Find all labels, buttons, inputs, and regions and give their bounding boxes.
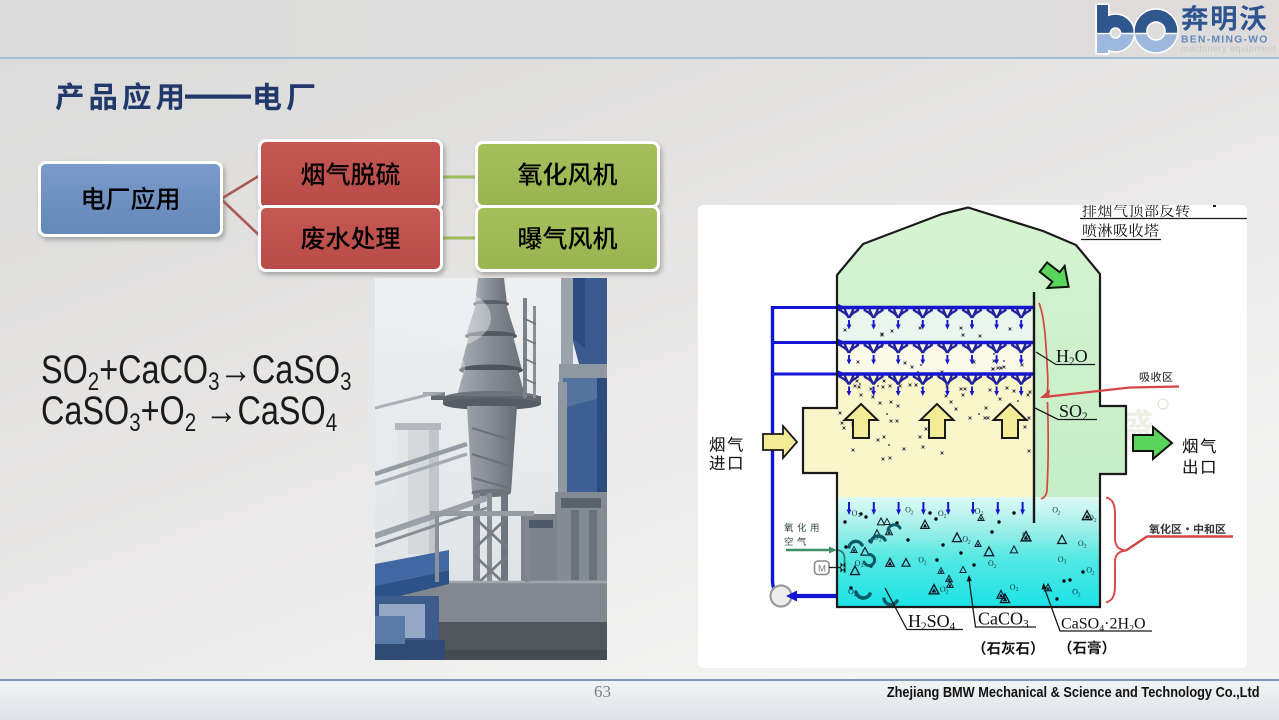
svg-text:O2: O2 <box>905 505 915 516</box>
svg-text:O2: O2 <box>851 508 861 520</box>
svg-text:O2: O2 <box>1072 587 1082 598</box>
svg-text:M: M <box>818 564 826 575</box>
svg-text:O2: O2 <box>1088 513 1097 524</box>
svg-text:CaCO3​: CaCO3​ <box>978 609 1029 631</box>
svg-text:O2: O2 <box>974 506 984 518</box>
svg-text:O2: O2 <box>1078 539 1087 550</box>
svg-text:O2: O2 <box>1057 554 1067 566</box>
svg-text:O2: O2 <box>1086 565 1096 577</box>
svg-text:O2: O2 <box>961 534 971 546</box>
svg-text:BEN-MING-WO: BEN-MING-WO <box>1181 35 1269 46</box>
svg-text:O2: O2 <box>938 509 947 520</box>
svg-text:O2: O2 <box>940 585 949 596</box>
svg-text:O2: O2 <box>918 555 928 567</box>
svg-text:H2​SO4​: H2​SO4​ <box>908 611 956 633</box>
svg-text:machinery equipment: machinery equipment <box>1181 44 1277 54</box>
svg-text:O2: O2 <box>854 558 864 570</box>
svg-text:O2: O2 <box>1009 582 1019 594</box>
svg-text:O2: O2 <box>1052 505 1062 517</box>
svg-text:O2: O2 <box>1022 530 1031 541</box>
svg-text:CaSO4​·2H2​O: CaSO4​·2H2​O <box>1061 616 1146 635</box>
svg-text:H2​O: H2​O <box>1056 346 1088 368</box>
svg-text:O2: O2 <box>988 559 997 570</box>
svg-text:SO2​: SO2​ <box>1059 401 1088 423</box>
svg-text:O2: O2 <box>873 532 883 543</box>
